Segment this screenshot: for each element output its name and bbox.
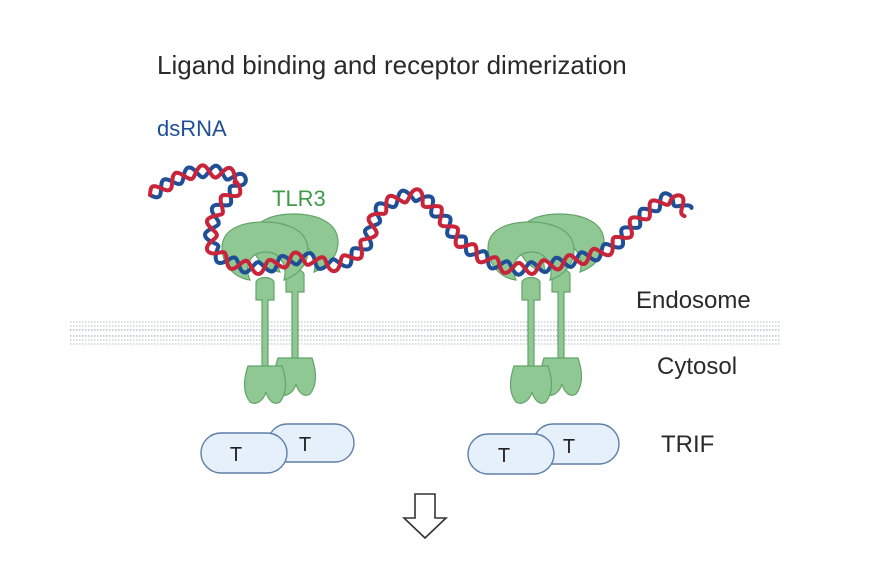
dsrna-label: dsRNA [157,116,227,141]
trif-domain [200,432,288,474]
dsrna-strand-red [148,163,687,277]
membrane-bilayer [70,321,780,345]
trif-domain-letter: T [299,434,311,456]
tlr3-label: TLR3 [272,186,326,211]
trif-label: TRIF [661,431,715,458]
tlr3-dimer-right [487,213,605,404]
trif-pair-left: T T [200,423,355,474]
dsrna-strand-blue [148,163,694,277]
endosome-label: Endosome [636,287,751,314]
trif-domain [467,433,555,475]
tlr3-dimer-left [221,213,339,404]
down-arrow-icon [402,493,448,540]
trif-pair-right: T T [467,423,620,475]
trif-domain-letter: T [563,436,575,458]
trif-domain-letter: T [498,445,510,467]
trif-domain-letter: T [230,444,242,466]
cytosol-label: Cytosol [657,353,738,380]
dsrna-helix [148,163,694,277]
diagram-title: Ligand binding and receptor dimerization [157,50,627,80]
